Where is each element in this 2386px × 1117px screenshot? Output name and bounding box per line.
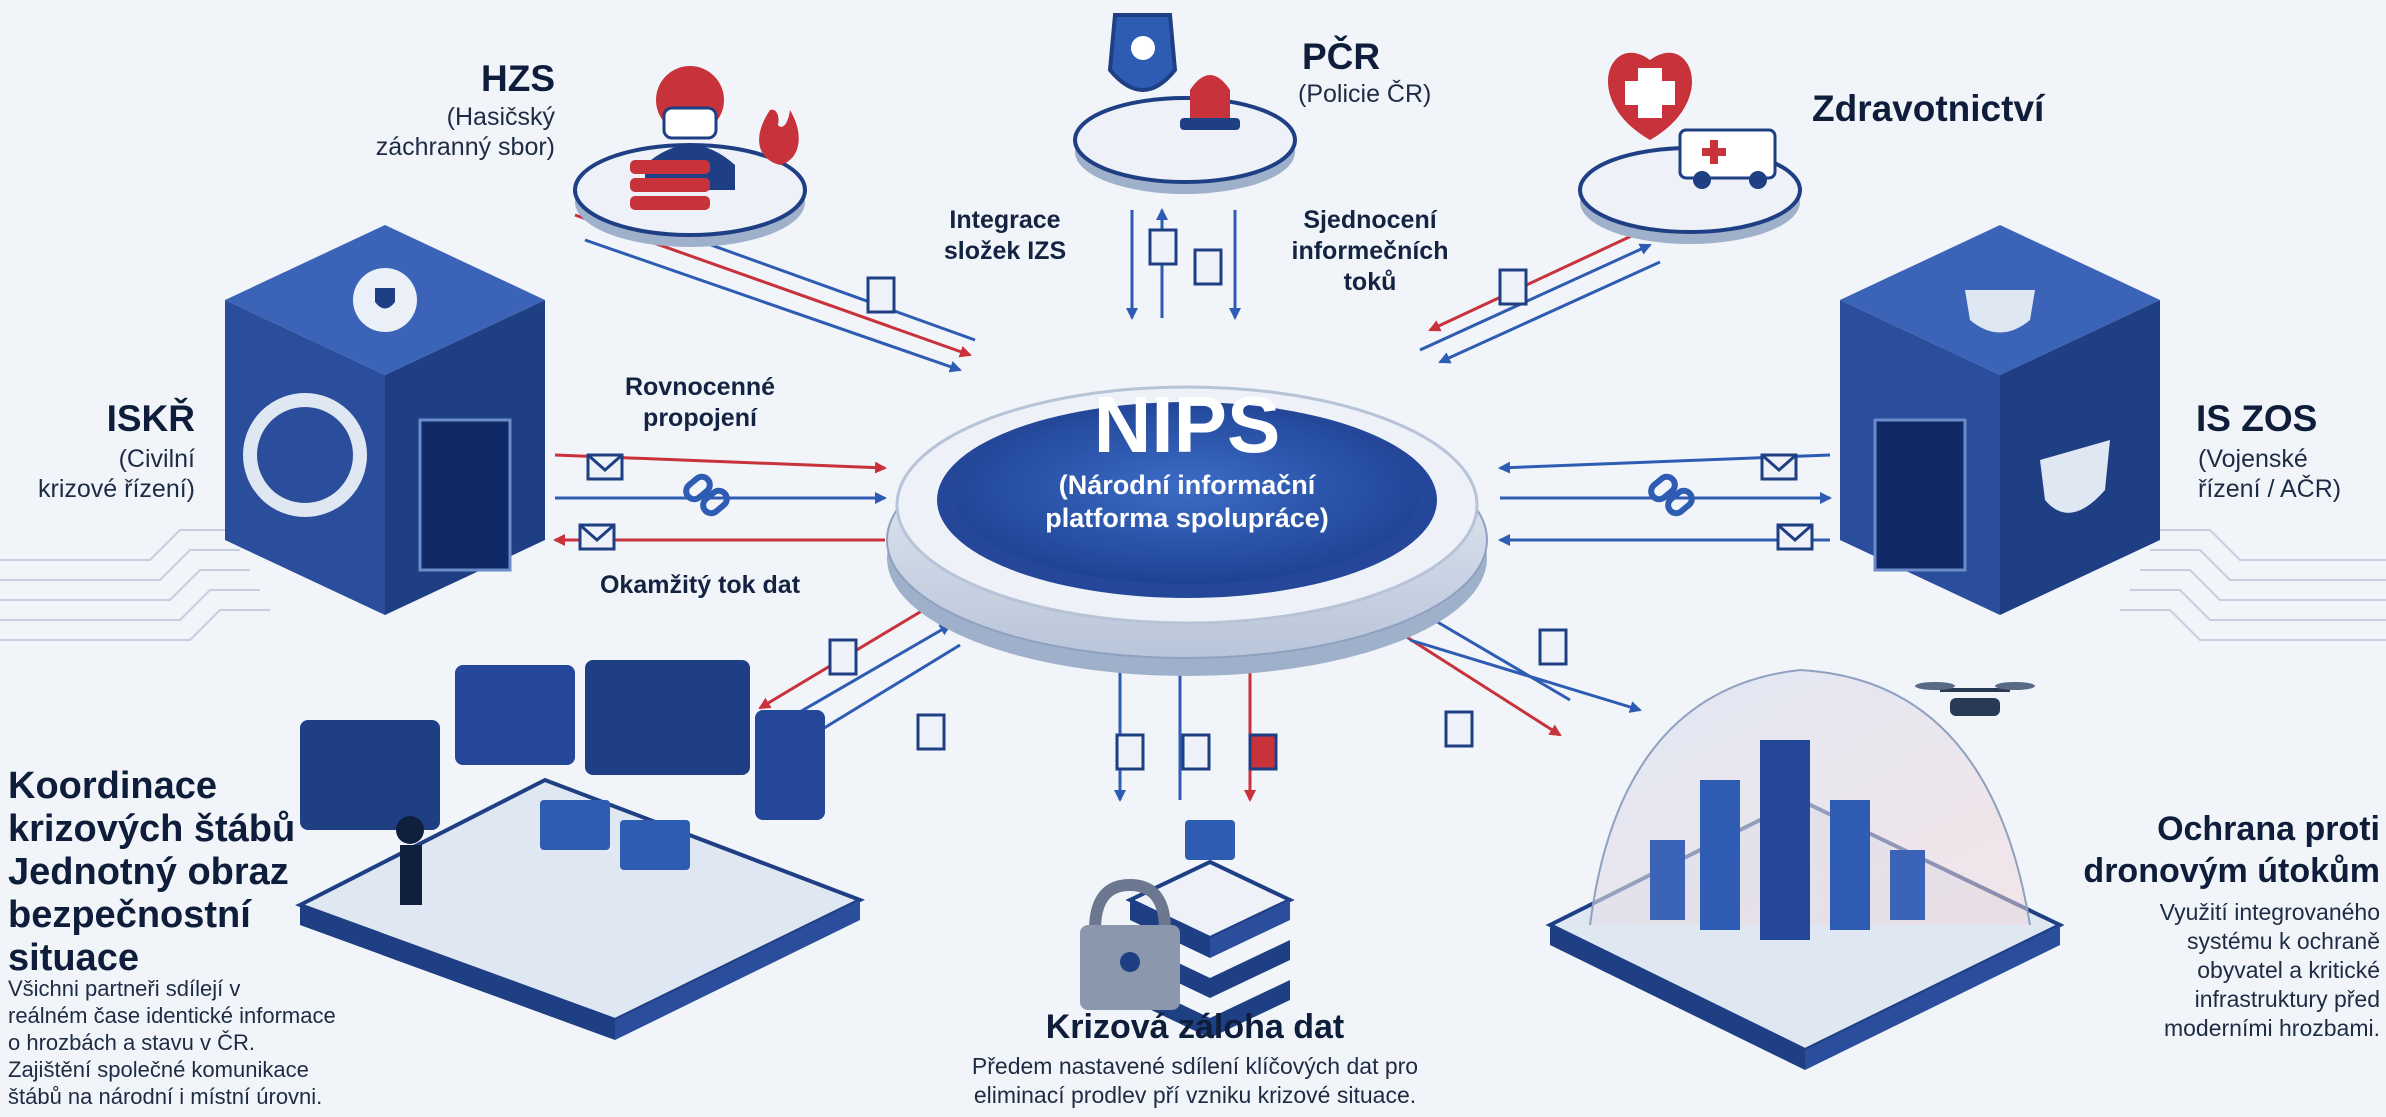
- iskr-subtitle-line2: krizové řízení): [38, 475, 195, 503]
- koordinace-title-line1: Koordinace: [8, 765, 218, 807]
- drony-title-line2: dronovým útokům: [2083, 852, 2380, 890]
- koordinace-title-line3: Jednotný obraz: [8, 851, 289, 893]
- winged-shield-icon: [1965, 290, 2110, 513]
- drony-body-line4: infrastruktury před: [2194, 986, 2380, 1012]
- zdrav-title: Zdravotnictví: [1812, 88, 2045, 129]
- connector-sjednoceni-line2: informečních: [1291, 237, 1449, 265]
- fire-icon: [759, 109, 799, 165]
- connector-rovnocenne-line1: Rovnocenné: [624, 373, 776, 401]
- drony-body-line2: systému k ochraně: [2186, 928, 2380, 954]
- zdrav-node: [1578, 52, 1802, 244]
- drony-body-line1: Využití integrovaného: [2159, 899, 2380, 925]
- firefighter-icon: [630, 66, 735, 210]
- connector-okamzity: Okamžitý tok dat: [599, 571, 801, 599]
- koordinace-body-line4: Zajištění společné komunikace: [8, 1057, 309, 1082]
- control-room-icon: [295, 660, 866, 1040]
- zaloha-title: Krizová záloha dat: [1045, 1008, 1345, 1046]
- zaloha-body-line1: Předem nastavené sdílení klíčových dat p…: [971, 1053, 1419, 1079]
- padlock-icon: [1080, 878, 1180, 1010]
- pcr-node: [1073, 13, 1297, 194]
- gear-shield-icon: [243, 268, 417, 517]
- connector-integrace-line2: složek IZS: [943, 237, 1067, 265]
- koordinace-body-line3: o hrozbách a stavu v ČR.: [8, 1030, 256, 1055]
- drony-body-line3: obyvatel a kritické: [2197, 957, 2380, 983]
- circuit-traces-left: [0, 529, 270, 641]
- hub-subtitle-line2: platforma spolupráce): [1045, 503, 1329, 533]
- koordinace-body-line5: štábů na národní i místní úrovni.: [8, 1084, 323, 1109]
- koordinace-body-line1: Všichni partneři sdílejí v: [8, 976, 241, 1001]
- connector-rovnocenne-line2: propojení: [643, 404, 757, 432]
- drony-body-line5: moderními hrozbami.: [2163, 1015, 2380, 1041]
- iszos-node: [1840, 225, 2160, 615]
- document-icon: [828, 228, 1568, 771]
- iszos-subtitle-line2: řízení / AČR): [2198, 475, 2342, 503]
- hub-subtitle-line1: (Národní informační: [1058, 470, 1316, 500]
- koordinace-title-line5: situace: [8, 937, 139, 979]
- hzs-node: [573, 66, 807, 247]
- connector-integrace-line1: Integrace: [949, 206, 1061, 234]
- connector-sjednoceni-line1: Sjednocení: [1303, 206, 1437, 234]
- ambulance-icon: [1678, 128, 1777, 189]
- hzs-subtitle-line1: (Hasičský: [446, 103, 555, 131]
- koordinace-title-line2: krizových štábů: [8, 808, 296, 850]
- zaloha-body-line2: eliminací prodlev pří vzniku krizové sit…: [973, 1082, 1417, 1108]
- iszos-subtitle-line1: (Vojenské: [2198, 445, 2308, 473]
- envelope-icon: [578, 453, 1814, 551]
- nips-hub: [886, 385, 1488, 676]
- link-icon: [683, 473, 1695, 517]
- siren-icon: [1180, 75, 1240, 130]
- circuit-traces-right: [2120, 529, 2386, 641]
- drone-icon: [1915, 682, 2035, 716]
- pcr-subtitle-line1: (Policie ČR): [1298, 80, 1432, 108]
- drony-title-line1: Ochrana proti: [2157, 810, 2380, 848]
- dome-city-icon: [1545, 668, 2065, 1070]
- iskr-node: [225, 225, 545, 615]
- koordinace-body-line2: reálném čase identické informace: [8, 1003, 336, 1028]
- iszos-title: IS ZOS: [2196, 398, 2318, 439]
- pcr-title: PČR: [1302, 36, 1381, 77]
- hzs-subtitle-line2: záchranný sbor): [375, 133, 555, 161]
- hub-title: NIPS: [1093, 380, 1281, 469]
- iskr-subtitle-line1: (Civilní: [118, 445, 195, 473]
- hzs-title: HZS: [481, 58, 555, 99]
- koordinace-title-line4: bezpečnostní: [8, 894, 251, 936]
- connector-sjednoceni-line3: toků: [1343, 268, 1397, 296]
- iskr-title: ISKŘ: [106, 398, 195, 439]
